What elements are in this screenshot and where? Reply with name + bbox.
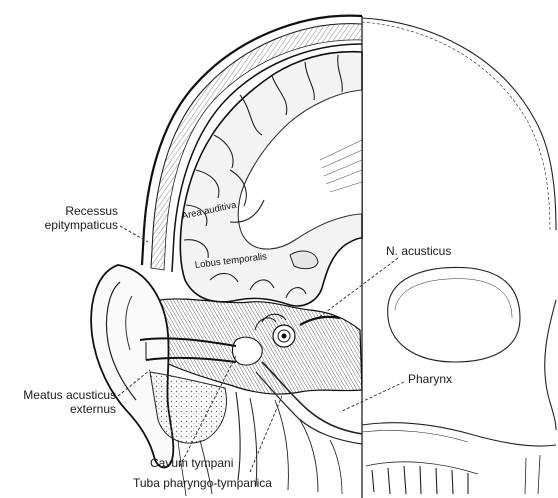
leader-n-acusticus: [318, 258, 398, 318]
label-recessus-epitympaticus: Recessus epitympaticus: [45, 204, 118, 232]
label-pharynx: Pharynx: [408, 372, 452, 386]
leader-tuba: [250, 396, 282, 472]
label-cavum-tympani: Cavum tympani: [150, 456, 233, 470]
label-tuba-pharyngo-tympanica: Tuba pharyngo-tympanica: [133, 476, 272, 490]
label-meatus-line1: Meatus acusticus: [23, 388, 116, 402]
label-meatus-line2: externus: [23, 402, 116, 416]
label-recessus-line2: epitympaticus: [45, 218, 118, 232]
label-n-acusticus: N. acusticus: [386, 244, 451, 258]
label-meatus-acusticus-externus: Meatus acusticus externus: [23, 388, 116, 416]
label-recessus-line1: Recessus: [45, 204, 118, 218]
